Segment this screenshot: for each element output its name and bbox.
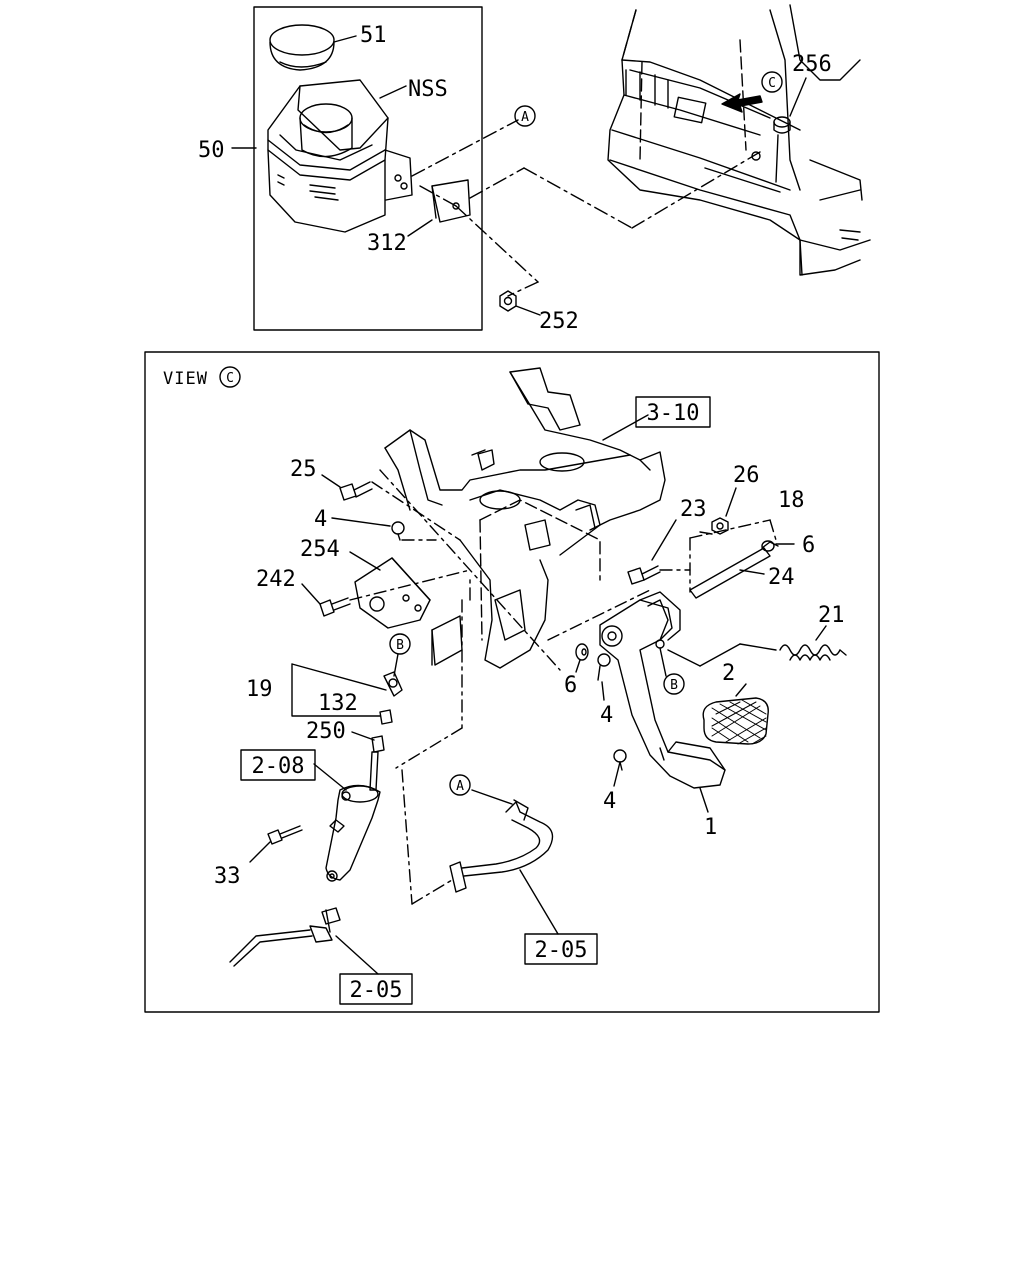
- leader-dashed-right: [547, 519, 777, 641]
- box-3-10: [635, 396, 711, 428]
- part-19: 19: [246, 677, 273, 702]
- boxed-2-05-lower: 2-05: [350, 978, 403, 1003]
- view-title: VIEW: [163, 369, 208, 389]
- part-24: 24: [768, 565, 795, 590]
- box-2-08: [240, 749, 316, 781]
- ref-c-top: C: [768, 76, 776, 91]
- bolt-242: [319, 597, 351, 617]
- part-51: 51: [360, 23, 387, 48]
- reservoir-tank: [267, 79, 413, 233]
- pedal-bracket: [384, 367, 666, 669]
- part-256: 256: [792, 52, 832, 77]
- pivot-shaft: [689, 540, 779, 599]
- ref-circle-b-left: [389, 633, 411, 655]
- part-2: 2: [722, 661, 735, 686]
- nut-26: [711, 517, 729, 535]
- part-132: 132: [318, 691, 358, 716]
- part-4-mid: 4: [600, 703, 613, 728]
- part-26: 26: [733, 463, 760, 488]
- part-4-lower: 4: [603, 789, 616, 814]
- part-6-left: 6: [564, 673, 577, 698]
- ref-circle-b-right: [663, 673, 685, 695]
- view-c-frame: [144, 351, 880, 1013]
- pedal-pad: [702, 697, 769, 745]
- boxed-2-05-center: 2-05: [535, 938, 588, 963]
- view-arrow: [721, 93, 763, 113]
- ref-circle-c-view: [219, 366, 241, 388]
- hose-center: [449, 799, 554, 893]
- part-23: 23: [680, 497, 707, 522]
- return-spring: [779, 644, 847, 661]
- leader-dashed-top: [411, 119, 761, 297]
- ref-circle-c-top: [761, 71, 783, 93]
- bolt-23: [627, 565, 661, 585]
- part-250: 250: [306, 719, 346, 744]
- hose-lower-left: [229, 907, 341, 967]
- bracket-19: [291, 663, 387, 717]
- part-312: 312: [367, 231, 407, 256]
- part-4-upper: 4: [314, 507, 327, 532]
- ref-a-top: A: [521, 110, 529, 125]
- part-6-right: 6: [802, 533, 815, 558]
- part-21: 21: [818, 603, 845, 628]
- plate-254: [354, 557, 431, 629]
- part-254: 254: [300, 537, 340, 562]
- ref-b-right: B: [670, 678, 678, 693]
- washer-6: [575, 643, 589, 661]
- cap-256: [773, 116, 791, 183]
- part-50: 50: [198, 138, 225, 163]
- reservoir-inset-frame: [253, 6, 483, 331]
- leader-dashed-left: [349, 469, 561, 769]
- clevis-yoke: [371, 671, 403, 753]
- part-242: 242: [256, 567, 296, 592]
- part-18: 18: [778, 488, 805, 513]
- view-ref-letter: C: [226, 371, 234, 386]
- bolt-33: [267, 825, 303, 845]
- part-nss: NSS: [408, 77, 448, 102]
- part-33: 33: [214, 864, 241, 889]
- bracket-312: [431, 179, 471, 223]
- part-252: 252: [539, 309, 579, 334]
- box-2-05-lower: [339, 973, 413, 1005]
- part-1: 1: [704, 815, 717, 840]
- part-25: 25: [290, 457, 317, 482]
- bolt-25: [339, 481, 373, 501]
- boxed-3-10: 3-10: [647, 401, 700, 426]
- bolt-4-upper: [391, 521, 405, 541]
- boxed-2-08: 2-08: [252, 754, 305, 779]
- leader-dashed-bottom: [401, 769, 453, 905]
- clutch-pedal-arm: [599, 591, 726, 789]
- box-2-05-center: [524, 933, 598, 965]
- master-cylinder: [325, 751, 381, 882]
- bolt-4-lower: [613, 749, 627, 771]
- ref-a-bottom: A: [456, 779, 464, 794]
- reservoir-cap: [269, 24, 335, 71]
- ref-circle-a-bottom: [449, 774, 471, 796]
- bracket-hidden: [469, 499, 601, 641]
- ref-circle-a-top: [514, 105, 536, 127]
- ref-b-left: B: [396, 638, 404, 653]
- cab-front-view: [607, 4, 871, 276]
- bolt-4-mid: [597, 653, 611, 681]
- cab-hidden-lines: [621, 9, 747, 161]
